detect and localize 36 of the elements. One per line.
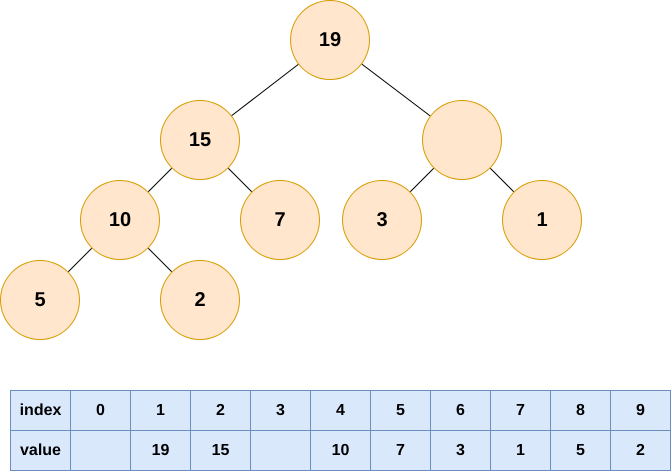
table-cell: 9	[610, 390, 671, 431]
tree-node: 5	[0, 260, 80, 340]
tree-node: 3	[342, 180, 422, 260]
table-cell: 19	[130, 430, 191, 471]
tree-node: 10	[80, 180, 160, 260]
table-cell: 5	[370, 390, 431, 431]
table-cell: 15	[190, 430, 251, 471]
table-cell: 5	[550, 430, 611, 471]
connector-line	[490, 168, 514, 192]
connector-line	[148, 168, 172, 192]
tree-node: 7	[240, 180, 320, 260]
tree-node: 2	[160, 260, 240, 340]
table-cell: 1	[490, 430, 551, 471]
connector-line	[361, 64, 431, 116]
connector-line	[68, 248, 92, 272]
table-cell: 8	[550, 390, 611, 431]
table-cell: 0	[70, 390, 131, 431]
table-cell: 3	[250, 390, 311, 431]
connector-line	[231, 64, 299, 116]
connector-line	[148, 248, 172, 272]
table-cell: 7	[370, 430, 431, 471]
table-cell: 2	[190, 390, 251, 431]
table-cell: 4	[310, 390, 371, 431]
table-cell: value	[10, 430, 71, 471]
connector-line	[228, 168, 252, 192]
table-cell: 10	[310, 430, 371, 471]
tree-node: 15	[160, 100, 240, 180]
connector-line	[410, 168, 434, 192]
tree-node: 1	[502, 180, 582, 260]
table-cell: 2	[610, 430, 671, 471]
table-cell: 1	[130, 390, 191, 431]
table-cell: 7	[490, 390, 551, 431]
table-cell: index	[10, 390, 71, 431]
table-cell: 6	[430, 390, 491, 431]
tree-node: 19	[290, 0, 370, 80]
table-cell: 3	[430, 430, 491, 471]
